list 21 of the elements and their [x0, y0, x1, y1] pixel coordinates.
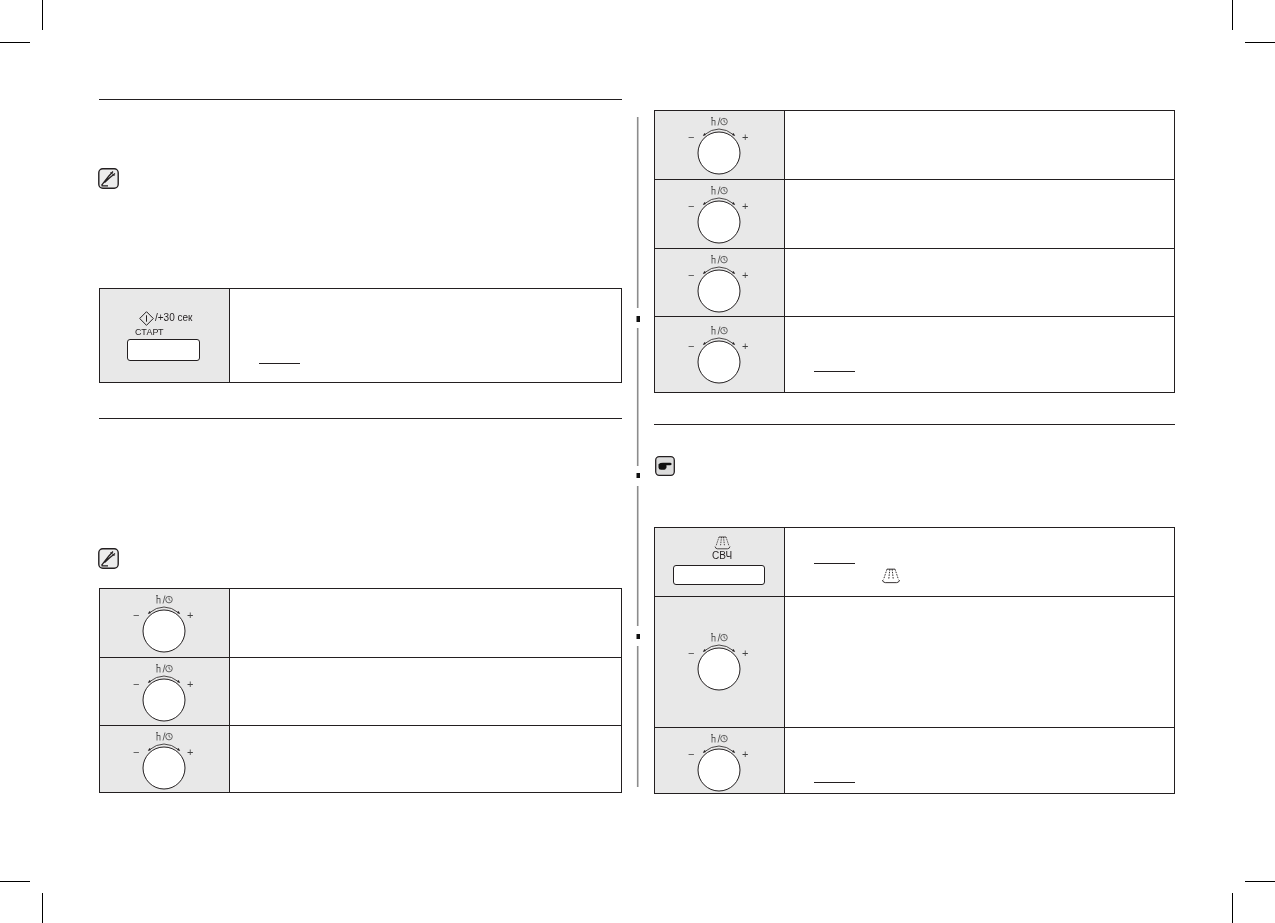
minus-sign: −: [688, 748, 695, 760]
start-label: СТАРТ: [135, 326, 164, 338]
minus-sign: −: [688, 269, 695, 281]
plus-sign: +: [187, 678, 194, 690]
plus-sign: +: [742, 131, 749, 143]
minus-sign: −: [133, 678, 140, 690]
plus-sign: +: [187, 609, 194, 621]
plus-sign: +: [742, 200, 749, 212]
minus-sign: −: [133, 746, 140, 758]
plus-sign: +: [187, 746, 194, 758]
minus-sign: −: [688, 340, 695, 352]
minus-sign: −: [688, 200, 695, 212]
minus-sign: −: [688, 131, 695, 143]
plus-sign: +: [742, 748, 749, 760]
plus-sign: +: [742, 269, 749, 281]
start-time-label: /+30 сек: [155, 312, 193, 324]
microwave-label: СВЧ: [711, 550, 733, 562]
plus-sign: +: [742, 647, 749, 659]
plus-sign: +: [742, 340, 749, 352]
minus-sign: −: [133, 609, 140, 621]
minus-sign: −: [688, 647, 695, 659]
